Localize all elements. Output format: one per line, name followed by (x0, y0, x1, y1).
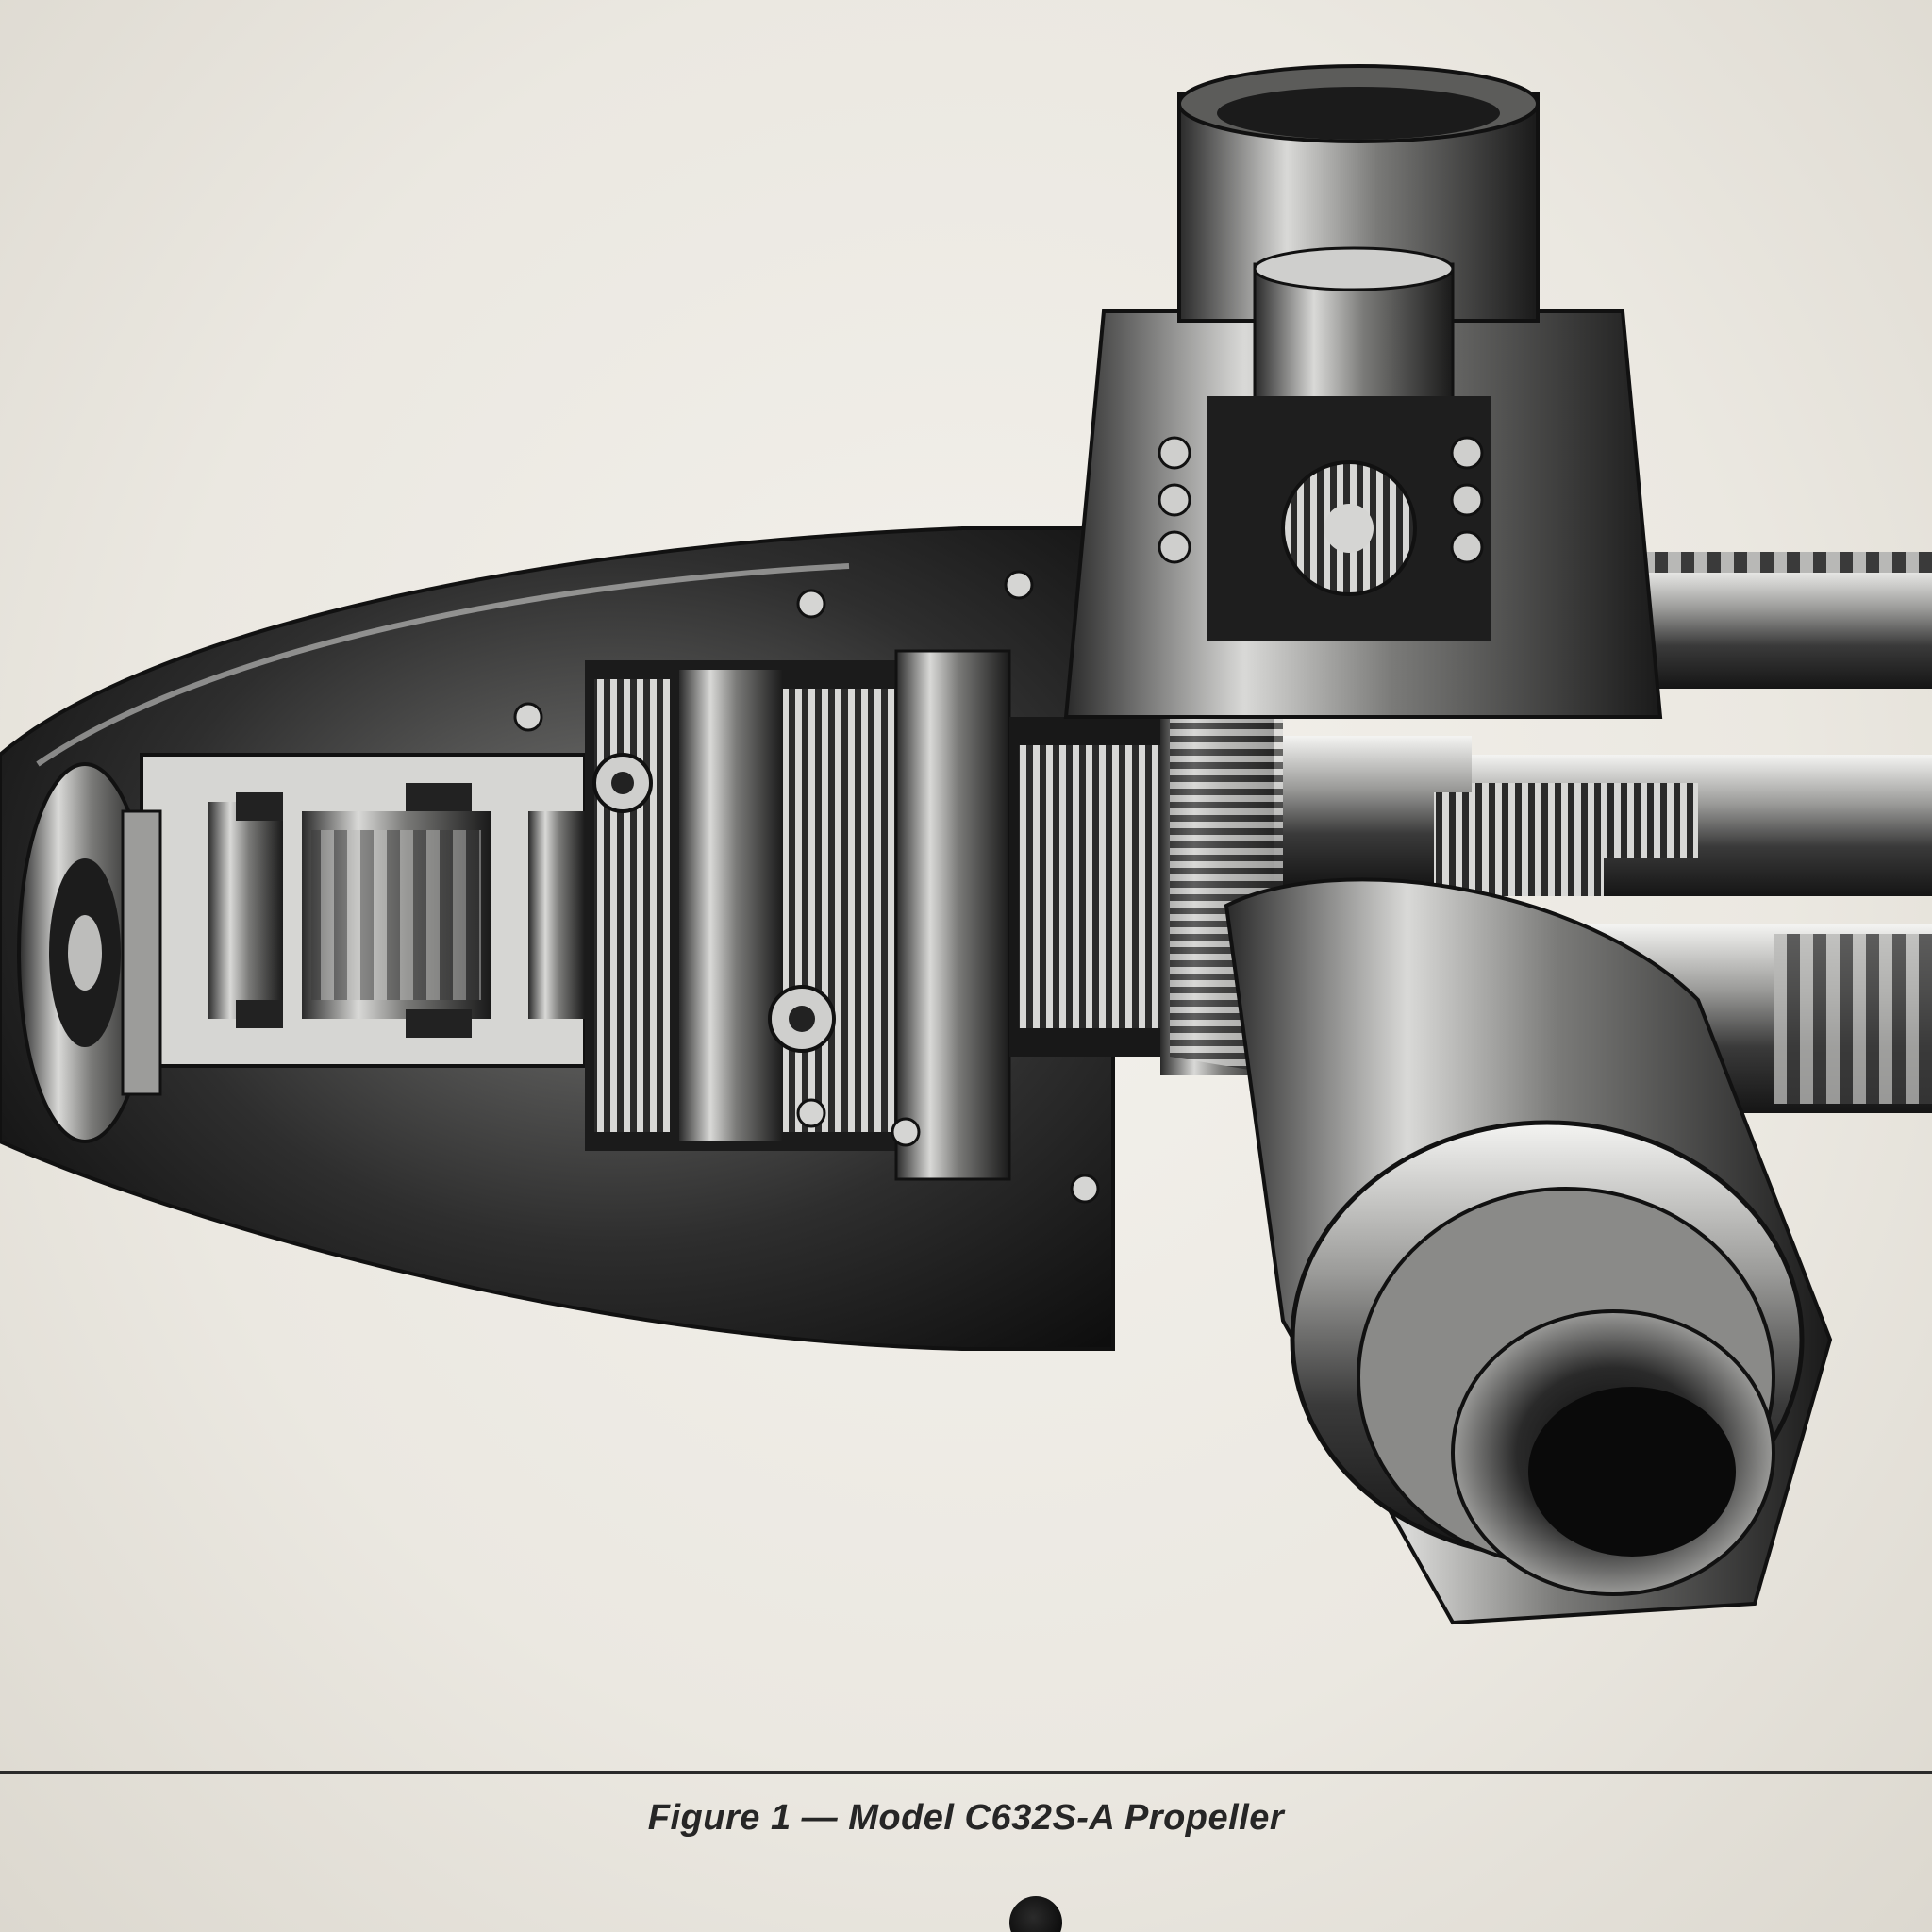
caption-rule (0, 1771, 1932, 1774)
gear-housing (140, 753, 587, 1068)
planetary-gear-stack (585, 649, 1011, 1181)
binder-hole (1009, 1896, 1062, 1932)
fasteners (513, 570, 1100, 1204)
figure-caption: Figure 1 — Model C632S-A Propeller (647, 1798, 1285, 1838)
propeller-cutaway-illustration (0, 64, 1932, 1625)
front-cap (17, 762, 162, 1143)
lower-blade-socket (1224, 877, 1833, 1625)
bevel-gear-assembly (1009, 660, 1604, 1075)
upper-blade-socket (1063, 64, 1663, 719)
